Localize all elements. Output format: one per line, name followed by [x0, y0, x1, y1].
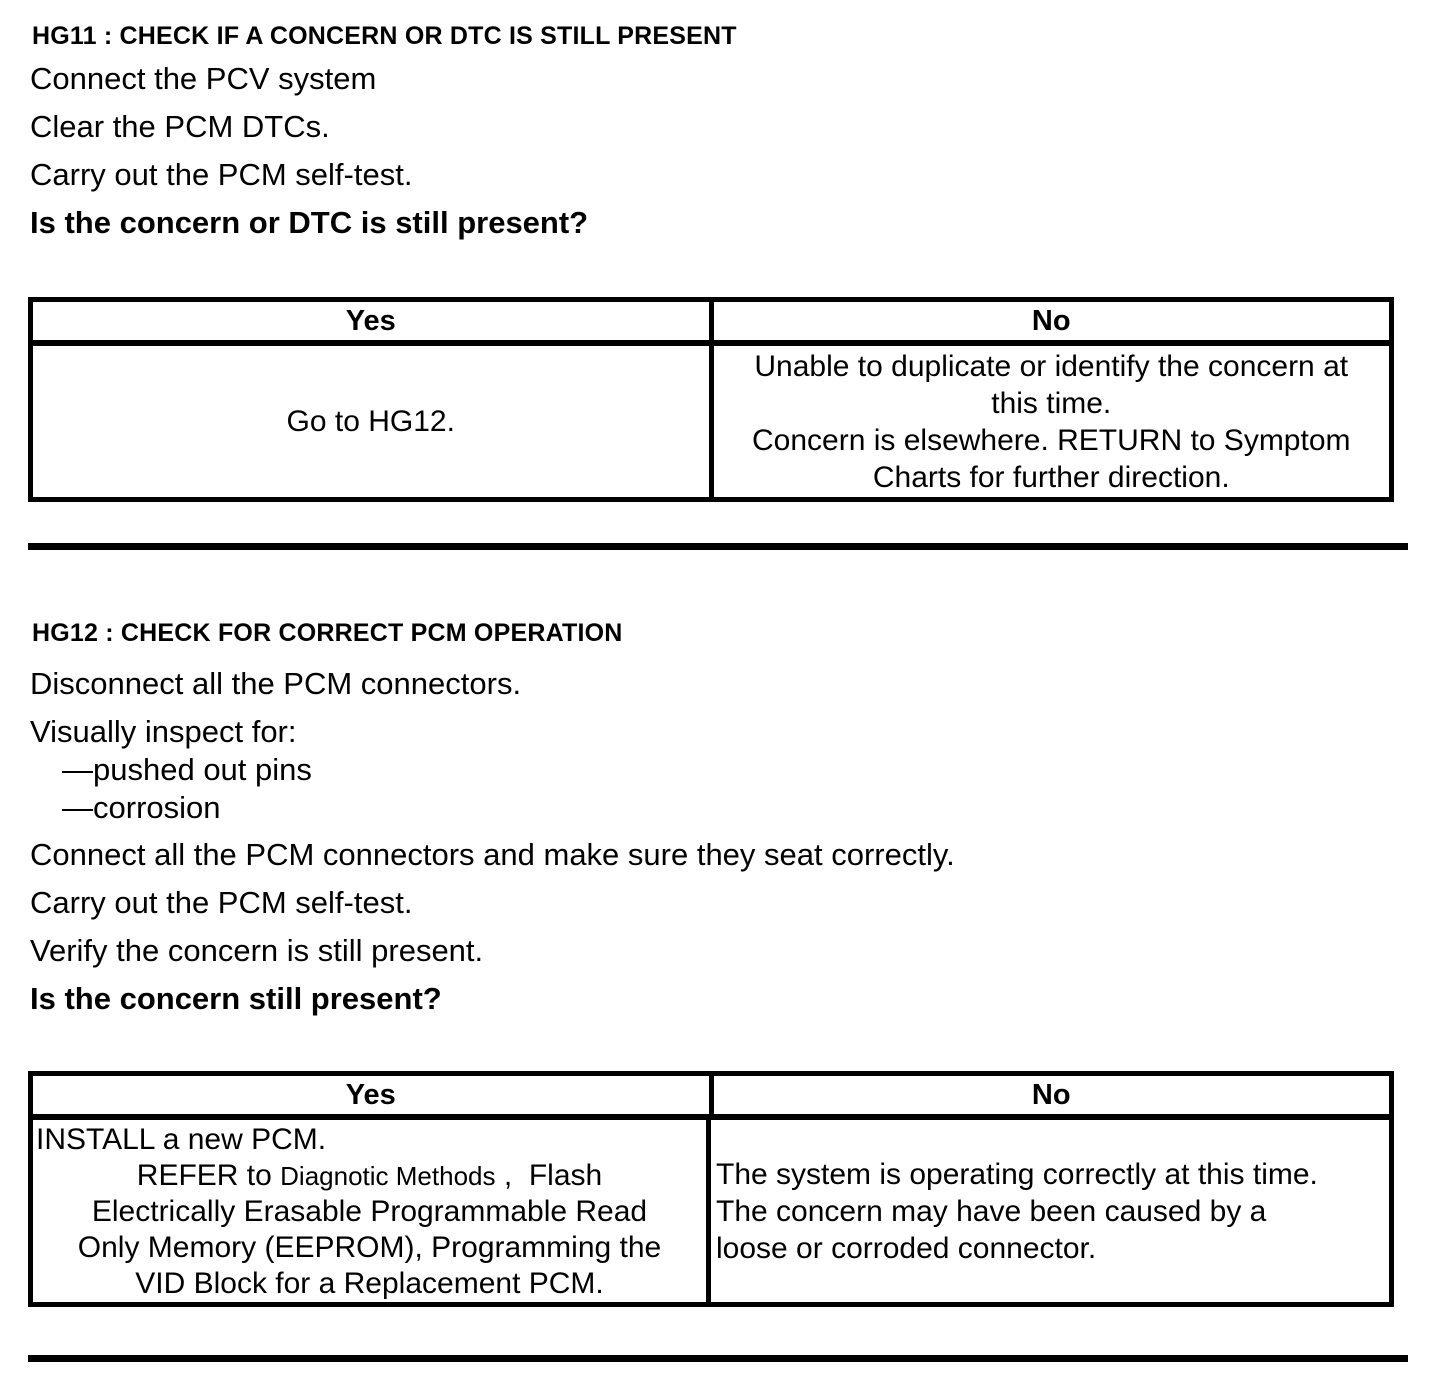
hg12-no-result-cell: The system is operating correctly at thi…	[706, 1120, 1389, 1302]
hg11-section-heading: HG11 : CHECK IF A CONCERN OR DTC IS STIL…	[32, 22, 737, 50]
hg11-decision-table: Yes No Go to HG12. Unable to duplicate o…	[28, 297, 1394, 502]
section-divider-rule	[28, 543, 1408, 550]
hg11-question-line: Is the concern or DTC is still present?	[30, 205, 589, 240]
hg11-yes-header-cell: Yes	[345, 305, 396, 337]
hg12-question-line: Is the concern still present?	[30, 981, 442, 1016]
hg12-yes-header-cell: Yes	[345, 1079, 396, 1111]
hg12-yes-line-eeprom-2: Only Memory (EEPROM), Programming the	[77, 1231, 662, 1264]
hg12-decision-table: Yes No INSTALL a new PCM. REFER to Diagn…	[28, 1071, 1394, 1307]
refer-link-text: Diagnotic Methods	[280, 1161, 496, 1191]
hg12-section-heading: HG12 : CHECK FOR CORRECT PCM OPERATION	[32, 619, 623, 647]
hg12-yes-line-vid: VID Block for a Replacement PCM.	[135, 1267, 604, 1300]
hg12-yes-line-install: INSTALL a new PCM.	[36, 1123, 327, 1156]
hg12-bullet-line-1: —pushed out pins	[62, 752, 312, 787]
hg12-table-body-row: INSTALL a new PCM. REFER to Diagnotic Me…	[33, 1120, 1389, 1302]
hg11-table-header-row: Yes No	[33, 302, 1389, 346]
hg12-no-header-cell: No	[708, 1076, 1390, 1114]
refer-prefix-text: REFER to	[136, 1159, 281, 1192]
hg12-step-line-5: Verify the concern is still present.	[30, 933, 484, 968]
hg12-step-line-2: Visually inspect for:	[30, 714, 297, 749]
hg11-no-header-cell: No	[708, 302, 1390, 340]
hg11-step-line-2: Clear the PCM DTCs.	[30, 109, 330, 144]
hg12-table-header-row: Yes No	[33, 1076, 1389, 1120]
hg12-yes-line-refer: REFER to Diagnotic Methods , Flash	[33, 1158, 706, 1194]
hg11-step-line-3: Carry out the PCM self-test.	[30, 157, 413, 192]
hg11-no-result-cell: Unable to duplicate or identify the conc…	[708, 346, 1390, 497]
hg12-step-line-4: Carry out the PCM self-test.	[30, 885, 413, 920]
hg12-yes-line-eeprom-1: Electrically Erasable Programmable Read	[91, 1195, 648, 1228]
hg12-step-line-3: Connect all the PCM connectors and make …	[30, 837, 955, 872]
hg11-yes-result-cell: Go to HG12.	[286, 404, 455, 438]
hg12-step-line-1: Disconnect all the PCM connectors.	[30, 666, 522, 701]
bottom-divider-rule	[28, 1355, 1408, 1362]
hg11-step-line-1: Connect the PCV system	[30, 61, 377, 96]
hg12-yes-result-cell: INSTALL a new PCM. REFER to Diagnotic Me…	[33, 1120, 706, 1302]
hg12-bullet-line-2: —corrosion	[62, 790, 221, 825]
hg11-table-body-row: Go to HG12. Unable to duplicate or ident…	[33, 346, 1389, 497]
refer-suffix-text: , Flash	[495, 1159, 603, 1192]
